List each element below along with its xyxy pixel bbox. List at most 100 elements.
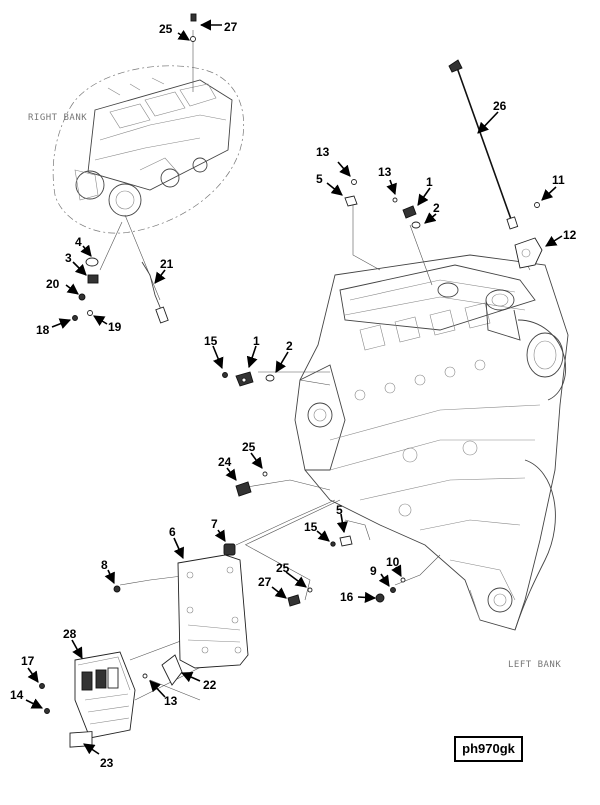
arrow-c-6 <box>173 537 184 560</box>
callout-c-23: 23 <box>100 756 114 770</box>
arrow-c-22 <box>180 671 201 683</box>
callout-c-27b: 27 <box>258 575 272 589</box>
right-bank-outline <box>52 65 244 234</box>
arrow-c-7 <box>214 529 226 542</box>
o-ring-2b-part <box>265 374 275 382</box>
callout-arrows <box>25 19 563 755</box>
arrow-c-25b <box>250 452 263 469</box>
bolt-part <box>72 315 78 321</box>
arrow-c-28 <box>71 639 83 659</box>
arrow-c-3 <box>72 261 87 276</box>
callout-c-17: 17 <box>21 654 35 668</box>
arrow-c-27b <box>271 586 287 599</box>
top-sensor-part <box>190 13 197 22</box>
right-bank-head-drawing <box>74 77 233 217</box>
callout-c-28: 28 <box>63 627 77 641</box>
arrow-c-13c <box>149 680 166 698</box>
arrow-c-5b <box>336 513 348 534</box>
arrow-c-1a <box>417 187 431 206</box>
callout-c-2b: 2 <box>286 339 293 353</box>
arrow-c-9 <box>378 573 390 587</box>
probe-head-part <box>448 59 463 73</box>
callout-c-25a: 25 <box>159 22 173 36</box>
callout-c-20: 20 <box>46 277 60 291</box>
bolt-15b-part <box>330 541 336 547</box>
callout-c-11: 11 <box>552 173 565 187</box>
callout-c-1b: 1 <box>253 334 260 348</box>
reference-code-box: ph970gk <box>454 736 523 762</box>
arrow-c-10 <box>391 564 402 577</box>
bolt-8-part <box>113 585 121 593</box>
callout-c-21: 21 <box>160 257 174 271</box>
o-ring-part <box>85 257 99 267</box>
bolt-17-part <box>39 683 45 689</box>
callout-numbers: 25 27 26 13 5 13 1 2 11 12 4 3 21 20 18 … <box>10 20 577 770</box>
bolt-11-part <box>534 202 540 208</box>
callout-c-8: 8 <box>101 558 108 572</box>
callout-c-5b: 5 <box>336 503 343 517</box>
washer-10-part <box>400 577 406 583</box>
probe-tip-part <box>506 216 519 230</box>
callout-c-18: 18 <box>36 323 50 337</box>
callout-c-24: 24 <box>218 455 232 469</box>
callout-c-3: 3 <box>65 251 72 265</box>
bolt-13c-part <box>142 673 148 679</box>
arrow-c-5a <box>326 182 343 196</box>
nut-16-part <box>375 593 385 603</box>
callout-c-19: 19 <box>108 320 122 334</box>
callout-c-13a: 13 <box>316 145 330 159</box>
component-parts <box>39 59 543 748</box>
callout-c-9: 9 <box>370 564 377 578</box>
callout-c-16: 16 <box>340 590 354 604</box>
fitting-27b-part <box>287 594 301 607</box>
washer-25b-part <box>262 471 268 477</box>
arrow-c-26 <box>477 111 499 134</box>
arrow-c-11 <box>541 186 557 201</box>
label-plate-23-part <box>69 731 93 748</box>
arrow-c-23 <box>83 743 100 755</box>
arrow-c-15a <box>212 345 224 370</box>
probe-26-part <box>454 61 513 223</box>
arrow-c-21 <box>154 269 166 284</box>
nut-part <box>78 293 86 301</box>
sensor-part <box>87 274 99 284</box>
arrow-c-17 <box>27 667 39 683</box>
callout-c-5a: 5 <box>316 172 323 186</box>
callout-c-2a: 2 <box>433 201 440 215</box>
leader-right-sensor <box>99 221 123 271</box>
callout-c-15a: 15 <box>204 334 218 348</box>
sensor-1a-part <box>402 205 417 219</box>
bracket-6-part <box>177 554 249 669</box>
callout-c-12: 12 <box>563 228 577 242</box>
callout-c-22: 22 <box>203 678 217 692</box>
bracket-12-part <box>514 237 543 269</box>
callout-c-13c: 13 <box>164 694 178 708</box>
callout-c-4: 4 <box>75 235 82 249</box>
sensor-cable-tip <box>155 306 169 324</box>
callout-c-27a: 27 <box>224 20 238 34</box>
arrow-c-13a <box>337 161 351 177</box>
callout-c-14: 14 <box>10 688 24 702</box>
callout-c-7: 7 <box>211 517 218 531</box>
callout-c-6: 6 <box>169 525 176 539</box>
bolt-13a-part <box>351 179 357 185</box>
arrow-c-24 <box>225 467 237 481</box>
arrow-c-2b <box>275 351 289 373</box>
callout-c-26: 26 <box>493 99 507 113</box>
o-ring-2a-part <box>411 221 421 229</box>
nut-9-part <box>390 587 396 593</box>
plug-7-part <box>223 543 236 556</box>
fitting-24-part <box>235 481 252 497</box>
arrow-c-15b <box>316 530 330 542</box>
arrow-c-20 <box>65 283 79 295</box>
ecm-28-part <box>74 651 136 739</box>
arrow-c-4 <box>80 244 92 257</box>
arrow-c-14 <box>25 698 44 709</box>
engine-block-drawing: LEFT BANK <box>294 254 569 670</box>
sensor-cable-part <box>141 261 163 313</box>
callout-c-25b: 25 <box>242 440 256 454</box>
callout-c-15b: 15 <box>304 520 318 534</box>
arrow-c-18 <box>51 318 72 329</box>
